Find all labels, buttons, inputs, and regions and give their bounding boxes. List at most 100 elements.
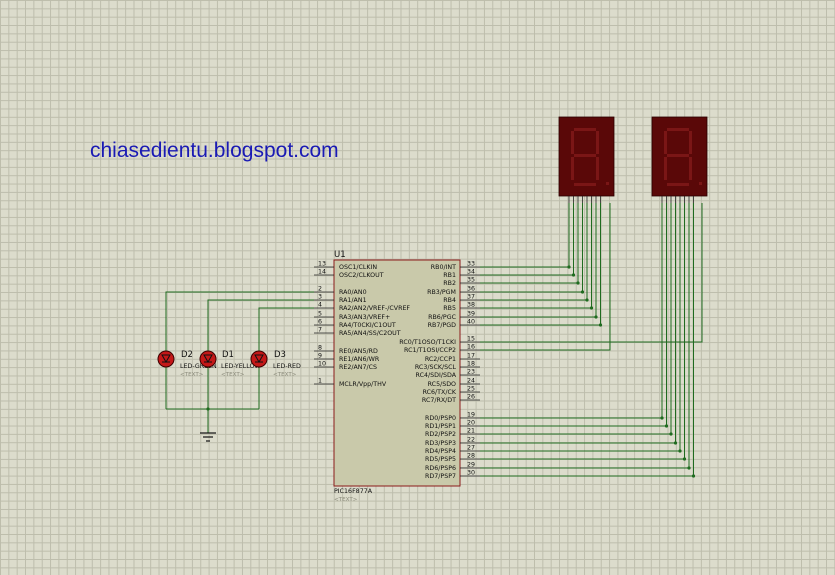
pin-number: 9	[318, 353, 322, 360]
pin-number: 18	[467, 361, 475, 368]
seven-segment-display-2[interactable]	[651, 116, 708, 203]
pin-number: 5	[318, 311, 322, 318]
segment	[596, 131, 599, 154]
led-text-placeholder: <TEXT>	[273, 372, 297, 378]
led-ref: D3	[274, 350, 286, 360]
pin-label: RB7/PGD	[428, 322, 456, 329]
wire	[480, 203, 672, 435]
pin-label: OSC2/CLKOUT	[339, 272, 384, 279]
segment	[574, 183, 596, 186]
pin-number: 17	[467, 353, 475, 360]
junction	[571, 273, 576, 277]
diode-icon	[203, 354, 213, 364]
pin-label: RD1/PSP1	[425, 423, 456, 430]
pin-label: RD5/PSP5	[425, 456, 456, 463]
led-type: LED-RED	[273, 363, 301, 370]
pin-number: 21	[467, 428, 475, 435]
pin-label: RC3/SCK/SCL	[415, 364, 457, 371]
pin-number: 4	[318, 302, 322, 309]
wire	[480, 203, 570, 268]
wire	[480, 203, 611, 351]
pin-number: 19	[467, 412, 475, 419]
wire	[480, 203, 681, 452]
junction	[678, 449, 682, 453]
pin-label: RD6/PSP6	[425, 465, 456, 472]
junction	[576, 281, 580, 285]
pin-label: RA4/T0CKI/C1OUT	[339, 322, 396, 329]
segment	[667, 183, 689, 186]
pin-label: RA3/AN3/VREF+	[339, 314, 390, 321]
pin-label: RD0/PSP0	[425, 415, 456, 422]
wire	[165, 291, 314, 351]
diode-icon	[161, 354, 171, 364]
led-type: LED-GREEN	[180, 363, 217, 370]
pin-label: RA0/AN0	[339, 289, 367, 296]
wire	[480, 203, 588, 301]
junction	[567, 265, 571, 269]
pin-number: 22	[467, 437, 475, 444]
wire	[480, 203, 703, 343]
pin-number: 16	[467, 344, 475, 351]
pin-number: 28	[467, 453, 475, 460]
led-type: LED-YELLOW	[221, 363, 261, 370]
diode-icon	[254, 354, 264, 364]
pin-label: RD2/PSP2	[425, 431, 456, 438]
pin-label: RA5/AN4/SS/C2OUT	[339, 330, 401, 337]
pin-number: 8	[318, 345, 322, 352]
pin-label: RD4/PSP4	[425, 448, 456, 455]
decimal-point	[699, 182, 702, 185]
pin-label: RE1/AN6/WR	[339, 356, 380, 363]
pin-number: 40	[467, 319, 475, 326]
leds[interactable]: D2LED-GREEN<TEXT>D1LED-YELLOW<TEXT>D3LED…	[157, 350, 301, 378]
junction	[594, 315, 598, 319]
pin-label: RB2	[443, 280, 456, 287]
pin-number: 10	[318, 361, 326, 368]
pin-number: 2	[318, 286, 322, 293]
pin-label: OSC1/CLKIN	[339, 264, 377, 271]
segment	[596, 157, 599, 180]
pin-label: MCLR/Vpp/THV	[339, 381, 387, 388]
wire	[258, 307, 314, 351]
pin-label: RA2/AN2/VREF-/CVREF	[339, 305, 410, 312]
wire	[480, 203, 579, 284]
seven-segment-display-1[interactable]	[558, 116, 615, 203]
pin-label: RD7/PSP7	[425, 473, 456, 480]
junction	[687, 466, 691, 470]
segment	[574, 154, 596, 157]
pic-microcontroller[interactable]: U1PIC16F877A<TEXT>13OSC1/CLKIN14OSC2/CLK…	[314, 250, 480, 503]
junction	[598, 323, 603, 327]
seven-segment-displays[interactable]	[558, 116, 708, 203]
decimal-point	[606, 182, 609, 185]
pin-label: RC6/TX/CK	[423, 389, 457, 396]
pin-label: RB5	[443, 305, 456, 312]
pin-number: 30	[467, 470, 475, 477]
junction	[682, 457, 687, 461]
pin-number: 33	[467, 261, 475, 268]
pin-label: RC5/SDO	[428, 381, 456, 388]
junction	[585, 298, 589, 302]
pin-number: 15	[467, 336, 475, 343]
pin-label: RB4	[443, 297, 456, 304]
pin-number: 1	[318, 378, 322, 385]
pin-number: 6	[318, 319, 322, 326]
pin-label: RC1/T1OSI/CCP2	[404, 347, 456, 354]
led-body	[250, 350, 268, 368]
segment	[667, 128, 689, 131]
chip-ref: U1	[334, 250, 346, 260]
junction	[664, 424, 669, 428]
segment	[667, 154, 689, 157]
segment	[574, 128, 596, 131]
wire	[207, 299, 314, 351]
led-text-placeholder: <TEXT>	[180, 372, 204, 378]
pin-number: 25	[467, 386, 475, 393]
pin-label: RC7/RX/DT	[422, 397, 456, 404]
pin-number: 20	[467, 420, 475, 427]
segment	[571, 157, 574, 180]
chip-body	[333, 259, 461, 487]
wires	[165, 203, 703, 478]
pin-label: RB0/INT	[431, 264, 456, 271]
